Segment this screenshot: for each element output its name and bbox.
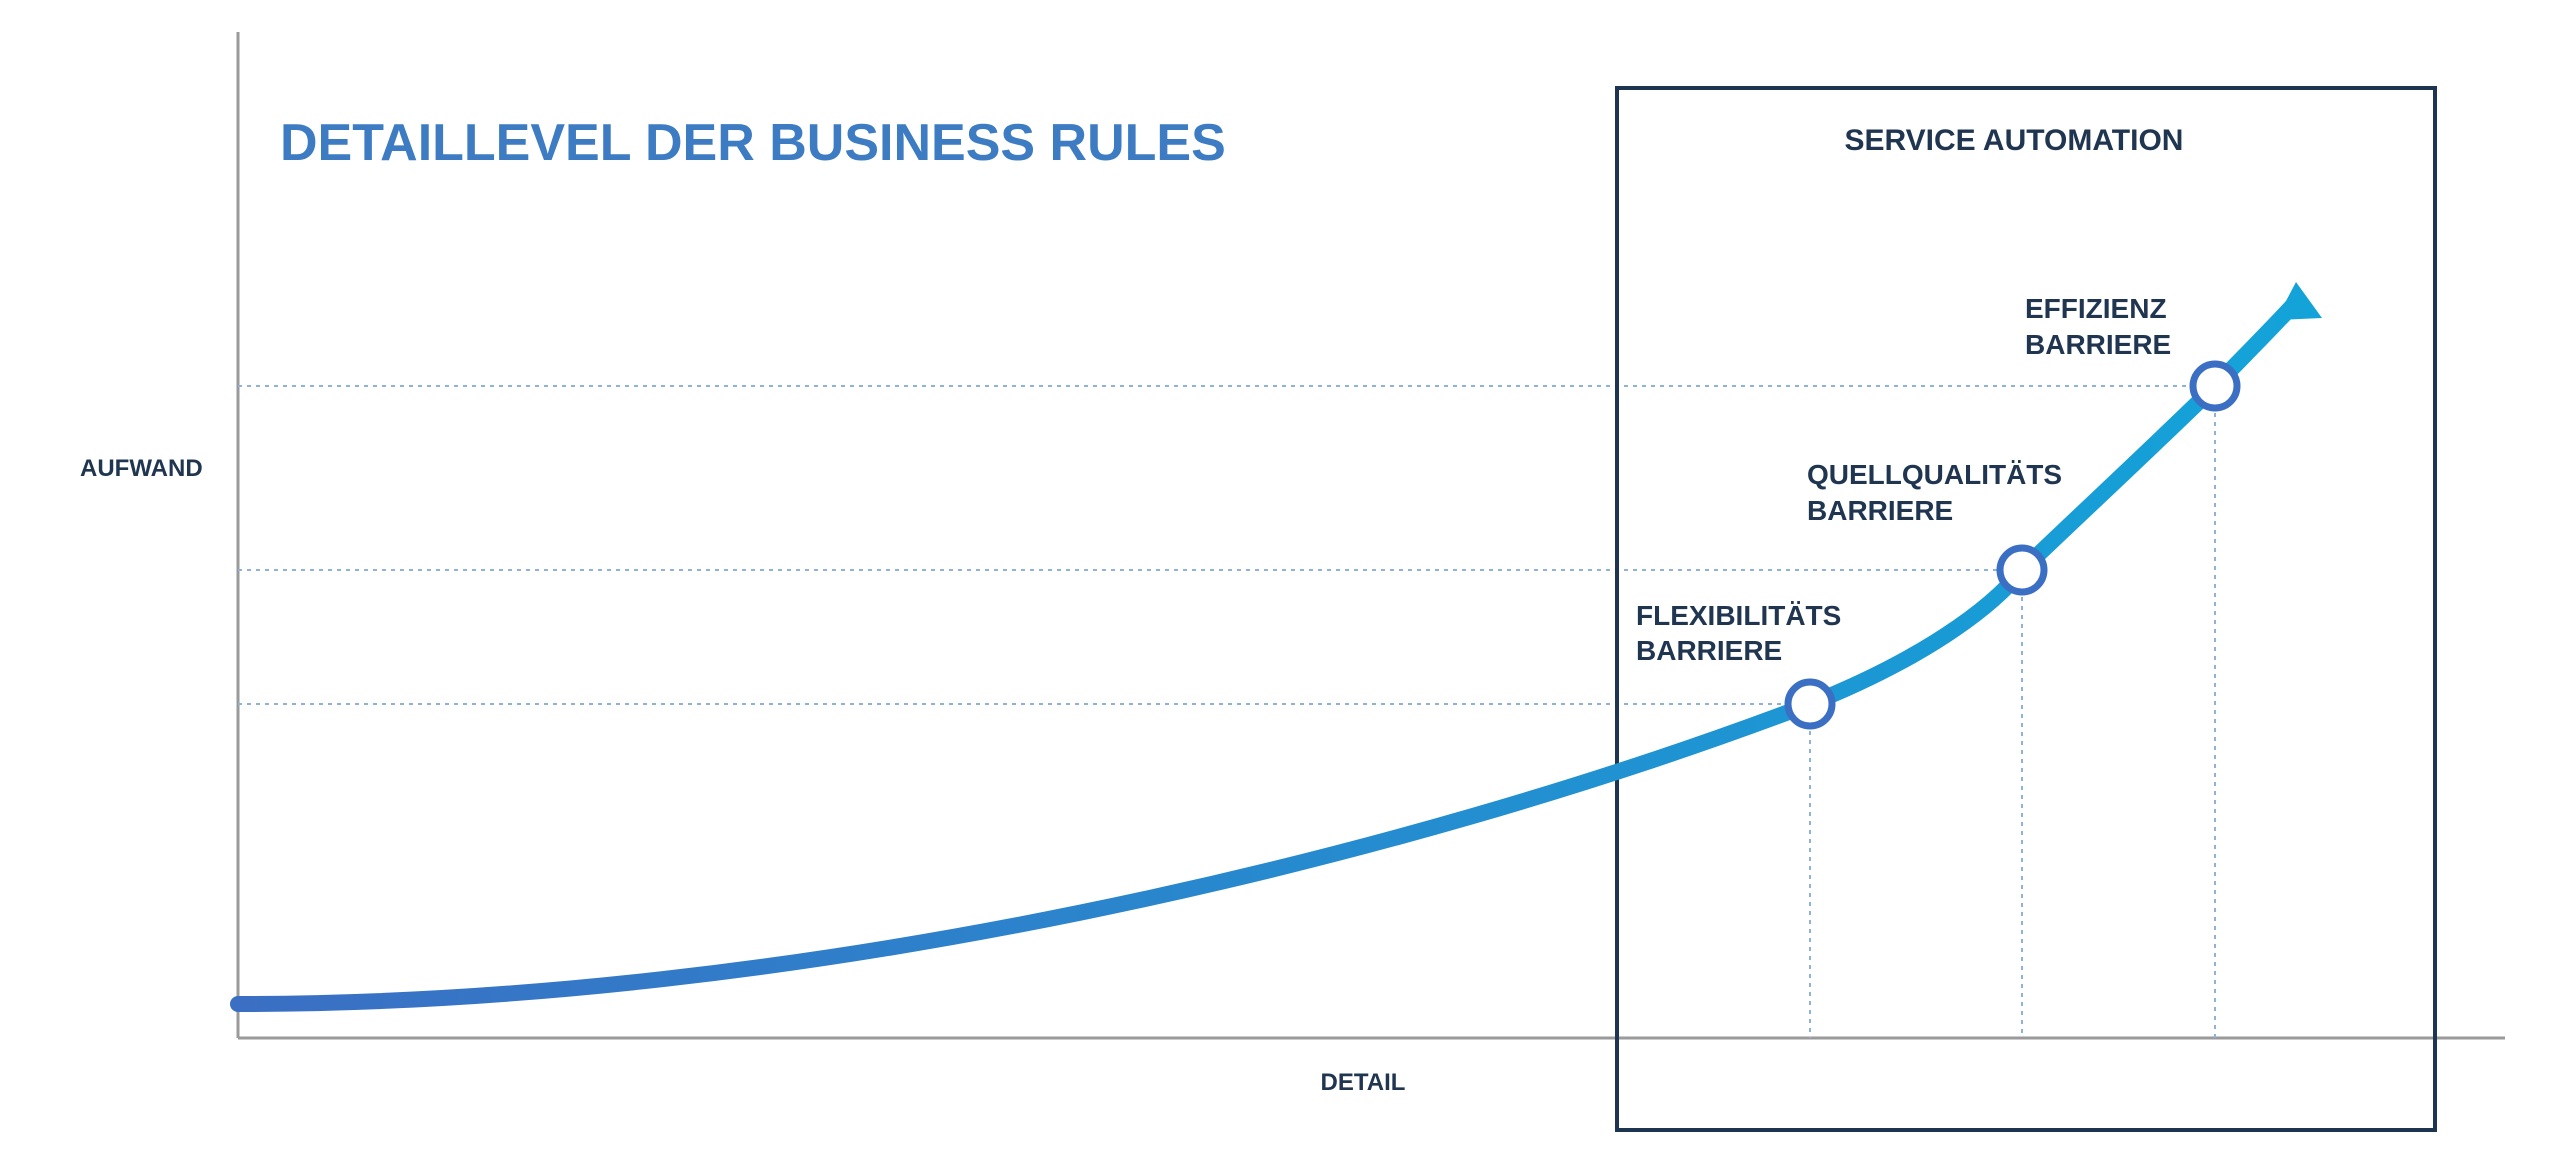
effort-curve-arrowhead	[2276, 282, 2322, 320]
service-automation-box	[1615, 86, 2437, 1132]
barrier-label-flexibilitaet-line1: FLEXIBILITÄTS	[1636, 600, 1841, 631]
barrier-label-effizienz-line1: EFFIZIENZ	[2025, 293, 2167, 324]
barrier-label-effizienz-line2: BARRIERE	[2025, 329, 2171, 360]
barrier-marker-effizienz	[2189, 360, 2241, 412]
barrier-marker-flexibilitaet	[1784, 678, 1836, 730]
x-axis-label: DETAIL	[1321, 1069, 1406, 1096]
diagram-title: DETAILLEVEL DER BUSINESS RULES	[280, 114, 1226, 172]
barrier-label-flexibilitaet-line2: BARRIERE	[1636, 635, 1782, 666]
barrier-marker-quellqualitaet	[1996, 544, 2048, 596]
barrier-label-quellqualitaet-line2: BARRIERE	[1807, 495, 1953, 526]
service-automation-label: SERVICE AUTOMATION	[1845, 124, 2184, 157]
effort-curve	[230, 295, 2303, 1012]
barrier-label-quellqualitaet-line1: QUELLQUALITÄTS	[1807, 459, 2062, 490]
y-axis-label: AUFWAND	[80, 455, 203, 482]
